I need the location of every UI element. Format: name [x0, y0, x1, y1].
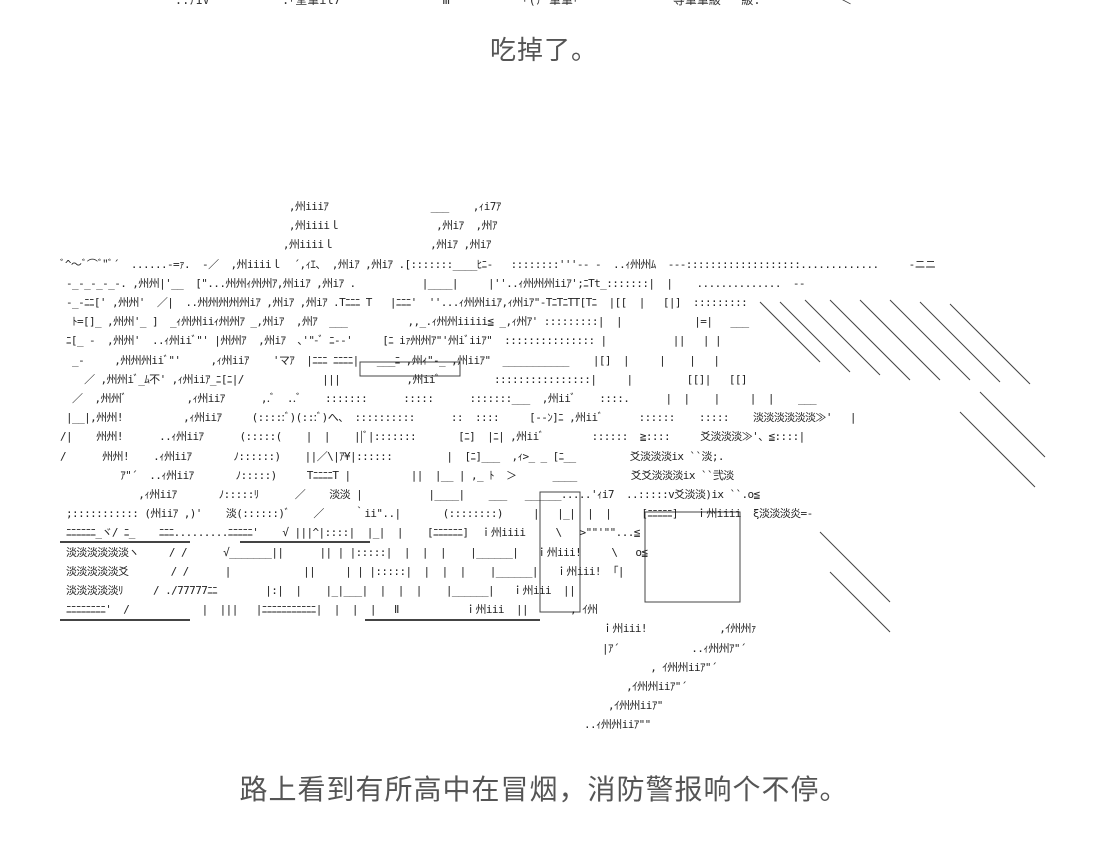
caption-top: 吃掉了。 [489, 36, 598, 66]
ascii-art-line: 淡淡淡淡淡淡ヽ / / √_______|| || | |:::::| | | … [60, 545, 648, 559]
ascii-art-line: , ｲ州州iiｱ"´ [60, 660, 717, 674]
building-outline [644, 511, 741, 603]
ascii-art-line: /| 州州! ..ｨ州iiｱ (:::::( | | ||ﾞ|::::::: [… [60, 430, 805, 444]
ascii-art-line: ,州iiiiｌ ,州iｱ ,州iｱ [60, 238, 492, 252]
ascii-art-line: 淡淡淡淡淡ﾘ / ./77777ﾆﾆ |:| | |_|___| | | | |… [60, 584, 576, 597]
ascii-art-line: ,ｨ州iiｱ ﾉ:::::ﾘ ／ 淡淡 | |____| ___ ______.… [60, 488, 760, 501]
ascii-art-line: -_-_-_-_-. ,州州|'__ ["...州州ｨ州州ｱ,州iiｱ ,州iｱ… [60, 276, 806, 290]
caption-bottom: 路上看到有所高中在冒烟，消防警报响个不停。 [239, 773, 849, 806]
ascii-art-line: 淡淡淡淡淡爻 / / | || | | |:::::| | | | |_____… [60, 564, 624, 578]
ascii-art-line: ,ｲ州州iiｱ" [60, 699, 663, 713]
diagonal-ray [779, 301, 851, 373]
ascii-art-line: ,ｲ州州iiｱ"´ [60, 680, 687, 693]
ascii-art-line: ﾆﾆﾆﾆﾆﾆ_ヾ/ ﾆ_ ﾆﾆﾆ.........ﾆﾆﾆﾆﾆ' √ |||^|:… [60, 526, 640, 540]
building-outline [359, 361, 461, 377]
ascii-art-line: ／ ,州州ﾞ ,ｨ州iiｱ ,.ﾞ ..ﾞ ::::::: ::::: ::::… [60, 392, 817, 405]
ascii-art-line: |__|,州州! ,ｨ州iiｱ (:::::ﾞ)(:::ﾞ)へ、 :::::::… [60, 411, 857, 425]
building-outline [539, 491, 581, 613]
ascii-art-line: ..ｨ州州iiｱ"" [60, 718, 651, 732]
ascii-art-line: ｱ"´ ..ｨ州iiｱ ﾉ:::::) TﾆﾆﾆﾆT | || |__ | ,_… [60, 468, 734, 482]
diagonal-ray [979, 391, 1046, 458]
top-text-fragment: ﾞ ..ﾅ1V .｢堂筆il7 Ⅲ ｢(ﾃ 筆筆｢ 等筆筆級 ﾞ級. ＜ [0, 0, 853, 7]
diagonal-ray [829, 571, 891, 633]
ascii-art-line: -_-ﾆﾆ[' ,州州' ／| ..州州州州州iｱ ,州iｱ ,州iｱ .Tﾆﾆ… [60, 296, 748, 309]
ascii-art-line: ﾆﾆﾆﾆﾆﾆﾆﾆ' / | ||| |ﾆﾆﾆﾆﾆﾆﾆﾆﾆﾆﾆ| | | | Ⅱ … [60, 603, 598, 617]
diagonal-ray [949, 303, 1031, 385]
diagonal-ray [804, 299, 881, 376]
ascii-art-line: ｉ州iii! ,ｲ州州ｧ [60, 622, 756, 636]
ascii-art-illustration: ,州iiiｱ ___ ,ｨi7ｱ ,州iiiiｌ ,州iｱ ,州ｱ ,州iiii… [60, 192, 1060, 752]
diagonal-ray [829, 299, 911, 381]
ascii-art-line: ﾄ=[]_ ,州州'_ ] _ｨ州州iiｨ州州ｱ _,州iｱ ,州ｱ ___ ,… [60, 315, 749, 329]
diagonal-ray [759, 301, 821, 363]
ascii-art-line: ﾞ^～ﾞ⌒ﾞ"ﾞ´ ......-=ｧ. -／ ,州iiiiｌ ´,ｨｴ、 ,州… [60, 257, 936, 271]
ascii-art-line: ;::::::::::: (州iiｱ ,)' 淡(::::::)ﾞ ／ ｀ii"… [60, 507, 813, 521]
ascii-art-line: |ｱ´ ..ｨ州州ｱ"´ [60, 641, 747, 655]
diagonal-ray [889, 299, 971, 381]
ascii-art-line: ,州iiiiｌ ,州iｱ ,州ｱ [60, 219, 498, 233]
ascii-art-strokes [60, 299, 1046, 633]
diagonal-ray [859, 299, 941, 381]
ascii-art-line: _- ,州州州iiﾞ"' ,ｨ州iiｱ 'マｱ |ﾆﾆﾆ ﾆﾆﾆﾆ| ___ﾆ … [60, 353, 720, 367]
ascii-art-line: ﾆ[_ - ,州州' ..ｨ州iiﾞ"' |州州ｱ ,州iｱ ､'"-ﾞ ﾆ--… [60, 334, 722, 348]
ascii-art-line: ,州iiiｱ ___ ,ｨi7ｱ [60, 200, 501, 213]
ascii-art-line: ／ ,州州iﾞ_ﾑ不' ,ｨ州iiｱ_ﾆ[ﾆ|/ ||| ,州iiﾞ :::::… [60, 372, 747, 386]
ascii-art-line: / 州州! .ｨ州iiｱ ﾉ::::::) ||／\|ｱ¥|:::::: | [… [60, 449, 725, 463]
diagonal-ray [819, 531, 891, 603]
diagonal-ray [919, 301, 1001, 383]
diagonal-ray [959, 411, 1036, 488]
